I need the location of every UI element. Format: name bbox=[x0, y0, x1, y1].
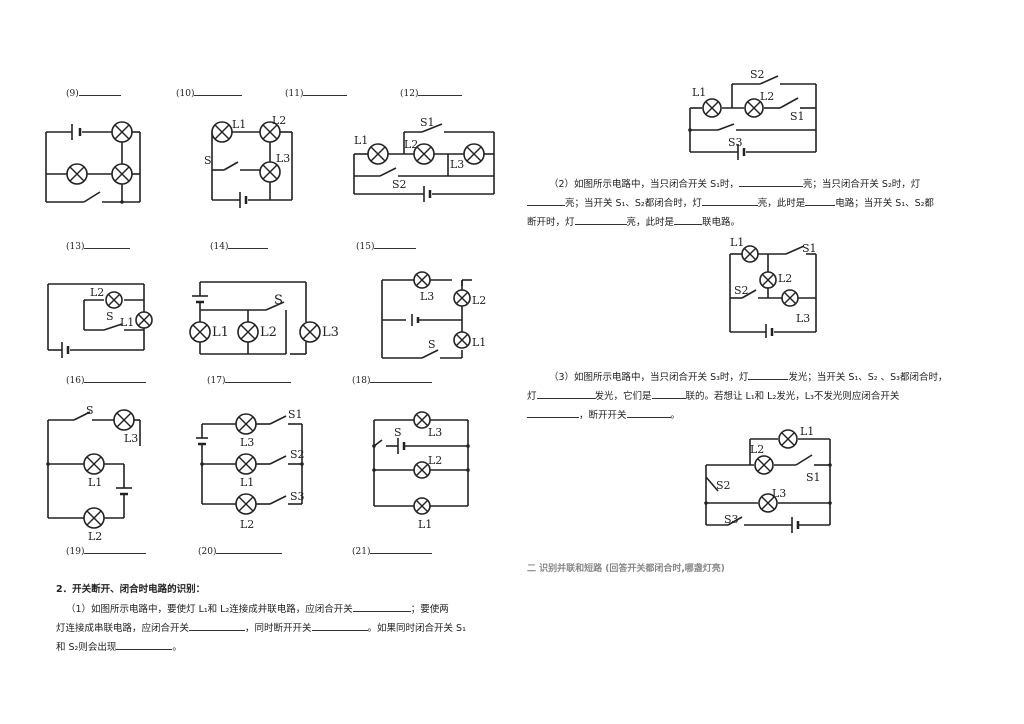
switch-label-s2: S2 bbox=[716, 479, 731, 492]
lamp-label-l2: L2 bbox=[260, 325, 277, 340]
switch-label-s: S bbox=[204, 154, 212, 167]
lamp-label-l1: L1 bbox=[730, 236, 744, 249]
figure-label-18: (18) bbox=[352, 376, 371, 386]
switch-label-s3: S3 bbox=[724, 513, 739, 526]
lamp-label-l2: L2 bbox=[750, 443, 764, 456]
figure-label-14: (14) bbox=[210, 242, 229, 252]
figure-label-9: (9) bbox=[66, 89, 79, 99]
switch-label-s2: S2 bbox=[392, 178, 407, 191]
section-two-heading: 二 识别并联和短路 (回答开关都闭合时,哪盏灯亮) bbox=[527, 564, 725, 574]
circuit-diagram-14: S L1 L2 L3 bbox=[189, 281, 339, 355]
lamp-label-l3: L3 bbox=[772, 487, 786, 500]
lamp-label-l3: L3 bbox=[450, 158, 464, 171]
figure-label-17: (17) bbox=[207, 376, 226, 386]
circuit-diagram-9 bbox=[45, 121, 141, 204]
lamp-label-l1: L1 bbox=[692, 86, 706, 99]
lamp-label-l1: L1 bbox=[88, 476, 102, 489]
switch-label-s1: S1 bbox=[802, 242, 817, 255]
question-2-text: （2）如图所示电路中，当只闭合开关 S₁时，亮；当只闭合开关 S₂时，灯 亮；当… bbox=[527, 179, 934, 228]
circuit-diagram-13: L2 S L1 bbox=[47, 283, 153, 358]
figure-label-12: (12) bbox=[400, 89, 419, 99]
circuit-diagram-question-3: L1 S1 L2 S2 L3 bbox=[729, 236, 817, 338]
figure-label-21: (21) bbox=[352, 547, 371, 557]
circuit-diagram-10: L1 L2 L3 S bbox=[204, 114, 293, 208]
lamp-label-l2: L2 bbox=[428, 454, 442, 467]
circuit-diagram-question-3b: L1 L2 S1 S2 L3 S3 bbox=[704, 425, 832, 533]
switch-label-s: S bbox=[394, 426, 402, 439]
circuit-diagram-17: S1 L3 S2 L1 S3 L2 bbox=[196, 408, 305, 531]
switch-label-s2: S2 bbox=[290, 448, 305, 461]
lamp-label-l2: L2 bbox=[778, 272, 792, 285]
question-3-text: （3）如图所示电路中，当只闭合开关 S₃时，灯发光；当开关 S₁、S₂ 、S₃都… bbox=[527, 372, 948, 421]
switch-label-s2: S2 bbox=[750, 68, 765, 81]
figure-label-19: (19) bbox=[66, 547, 85, 557]
switch-label-s: S bbox=[86, 404, 94, 417]
lamp-label-l1: L1 bbox=[240, 476, 254, 489]
circuit-diagram-18: L3 S L2 L1 bbox=[372, 411, 470, 531]
figure-label-20: (20) bbox=[198, 547, 217, 557]
switch-label-s: S bbox=[428, 338, 436, 351]
figure-label-15: (15) bbox=[356, 242, 375, 252]
lamp-label-l1: L1 bbox=[212, 325, 229, 340]
lamp-label-l1: L1 bbox=[120, 316, 134, 329]
lamp-label-l3: L3 bbox=[428, 426, 442, 439]
lamp-label-l3: L3 bbox=[240, 436, 254, 449]
lamp-label-l1: L1 bbox=[800, 425, 814, 438]
lamp-label-l2: L2 bbox=[472, 294, 486, 307]
figure-label-13: (13) bbox=[66, 242, 85, 252]
switch-label-s1: S1 bbox=[288, 408, 303, 421]
figure-label-10: (10) bbox=[176, 89, 195, 99]
lamp-label-l2: L2 bbox=[760, 90, 774, 103]
lamp-label-l2: L2 bbox=[88, 530, 102, 543]
switch-label-s2: S2 bbox=[734, 284, 749, 297]
lamp-label-l2: L2 bbox=[404, 138, 418, 151]
lamp-label-l2: L2 bbox=[272, 114, 286, 127]
lamp-label-l1: L1 bbox=[354, 134, 368, 147]
lamp-label-l3: L3 bbox=[276, 152, 290, 165]
lamp-label-l1: L1 bbox=[232, 118, 246, 131]
circuit-diagram-11: L1 L2 L3 S1 S2 bbox=[353, 116, 495, 202]
circuit-diagram-15: L3 L2 L1 S bbox=[381, 271, 486, 359]
switch-label-s1: S1 bbox=[420, 116, 435, 129]
figure-label-16: (16) bbox=[66, 376, 85, 386]
switch-label-s1: S1 bbox=[790, 110, 805, 123]
lamp-label-l3: L3 bbox=[420, 290, 434, 303]
lamp-label-l3: L3 bbox=[322, 325, 339, 340]
lamp-label-l1: L1 bbox=[472, 336, 486, 349]
figure-label-11: (11) bbox=[285, 89, 304, 99]
lamp-label-l3: L3 bbox=[124, 432, 138, 445]
circuit-diagram-question-2: S2 L1 L2 S1 S3 bbox=[688, 68, 817, 160]
lamp-label-l2: L2 bbox=[240, 518, 254, 531]
lamp-label-l3: L3 bbox=[796, 312, 810, 325]
switch-label-s3: S3 bbox=[728, 136, 743, 149]
question-1-text: （1）如图所示电路中，要使灯 L₁和 L₂连接成并联电路，应闭合开关；要使两 灯… bbox=[56, 604, 466, 653]
switch-label-s1: S1 bbox=[806, 471, 821, 484]
switch-label-s: S bbox=[106, 310, 114, 323]
circuit-diagram-16: S L3 L1 L2 bbox=[46, 404, 141, 543]
switch-label-s: S bbox=[274, 293, 283, 308]
lamp-label-l1: L1 bbox=[418, 518, 432, 531]
switch-label-s3: S3 bbox=[290, 490, 305, 503]
lamp-label-l2: L2 bbox=[90, 286, 104, 299]
section-heading-switch-circuits: 2．开关断开、闭合时电路的识别： bbox=[56, 584, 206, 595]
